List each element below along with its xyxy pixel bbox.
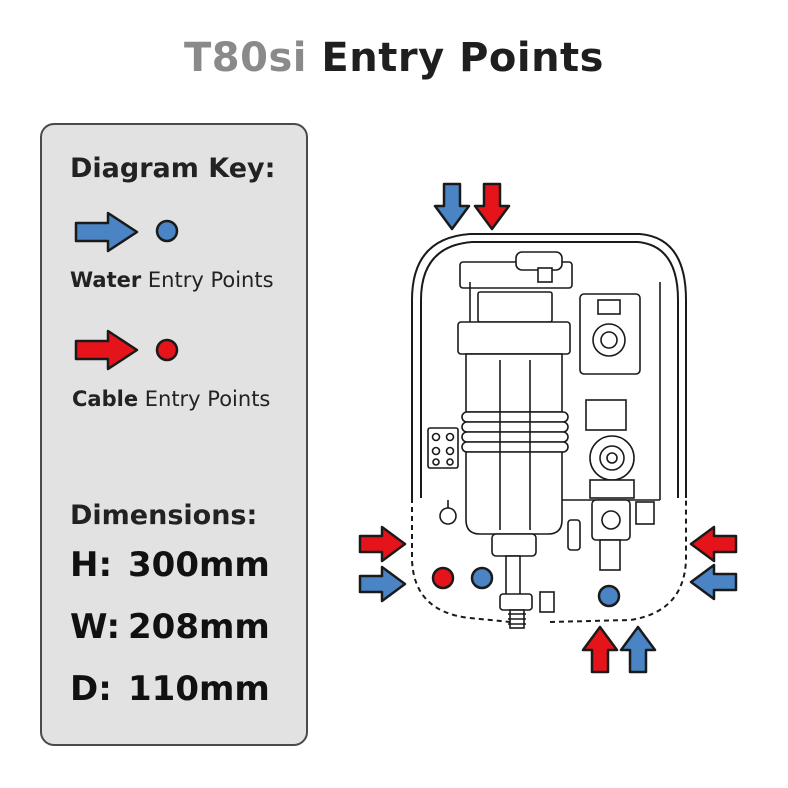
diagram-key-panel: Diagram Key: Water Entry Points Cable En…: [40, 123, 308, 746]
water-dot-icon: [155, 219, 179, 243]
cable-entry-label: Cable Entry Points: [72, 387, 270, 411]
bottom-water-arrow-icon: [619, 625, 657, 674]
right-water-arrow-icon: [689, 563, 738, 601]
right-cable-arrow-icon: [689, 525, 738, 563]
top-cable-arrow-icon: [473, 182, 511, 231]
left-water-arrow-icon: [358, 565, 407, 603]
cable-label-rest: Entry Points: [138, 387, 271, 411]
diagram-key-heading: Diagram Key:: [70, 153, 276, 184]
dimension-height: H: 300mm: [70, 545, 270, 585]
dimension-height-value: 300mm: [128, 545, 270, 585]
unit-casing: [411, 233, 687, 623]
top-water-arrow-icon: [433, 182, 471, 231]
water-entry-point-dot-bottom: [597, 584, 621, 608]
dimension-width-value: 208mm: [128, 607, 270, 647]
cable-label-bold: Cable: [72, 387, 139, 411]
dimension-width: W:208mm: [70, 607, 270, 647]
dimension-depth-label: D:: [70, 669, 112, 709]
water-label-rest: Entry Points: [141, 268, 274, 292]
water-entry-point-dot: [470, 566, 494, 590]
water-entry-label: Water Entry Points: [70, 268, 274, 292]
dimension-depth-value: 110mm: [128, 669, 270, 709]
cable-dot-icon: [155, 338, 179, 362]
page-title: T80si Entry Points: [0, 34, 788, 82]
cable-entry-point-dot: [431, 566, 455, 590]
internal-components: [427, 251, 661, 629]
cable-arrow-icon: [74, 329, 139, 371]
title-text: Entry Points: [321, 35, 604, 81]
water-label-bold: Water: [70, 268, 142, 292]
water-arrow-icon: [74, 211, 139, 253]
dimension-depth: D: 110mm: [70, 669, 270, 709]
dimension-height-label: H:: [70, 545, 113, 585]
left-cable-arrow-icon: [358, 525, 407, 563]
dimensions-heading: Dimensions:: [70, 500, 258, 531]
dimension-width-label: W:: [70, 607, 121, 647]
bottom-cable-arrow-icon: [581, 625, 619, 674]
title-model: T80si: [184, 35, 307, 81]
